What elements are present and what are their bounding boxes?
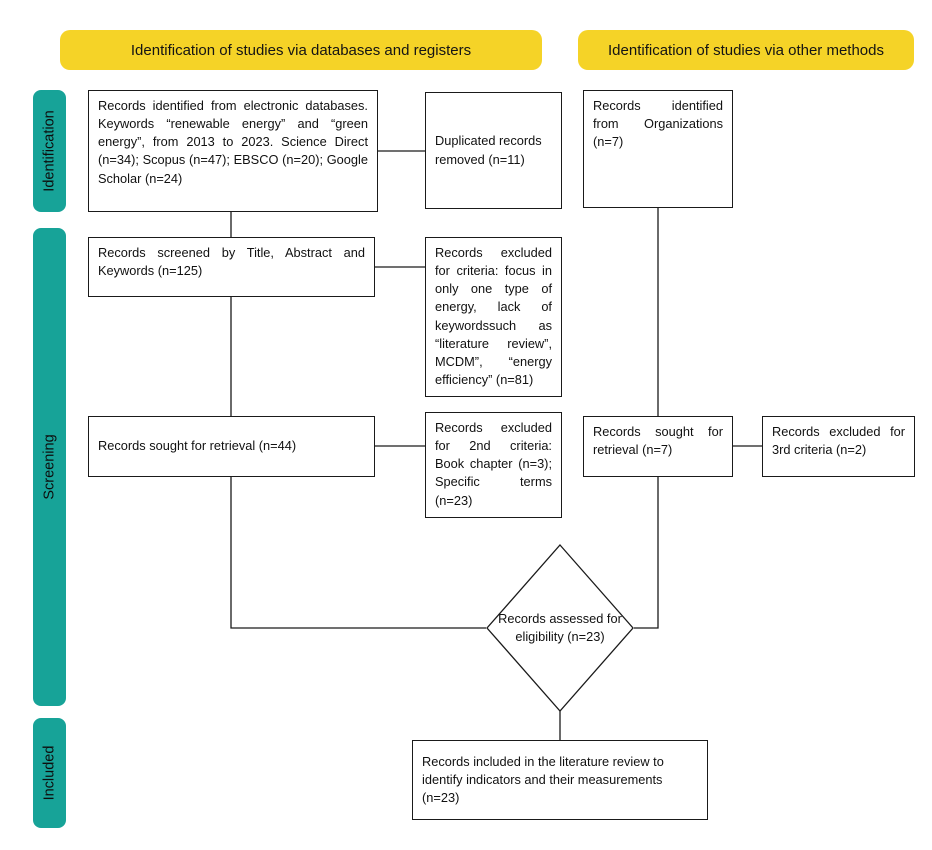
- box-duplicates-removed-text: Duplicated records removed (n=11): [435, 133, 542, 167]
- box-records-excluded-2nd: Records excluded for 2nd criteria: Book …: [425, 412, 562, 518]
- box-records-sought-retrieval: Records sought for retrieval (n=44): [88, 416, 375, 477]
- connector-sought7-to-diamond: [634, 477, 659, 629]
- stage-identification-label: Identification: [41, 110, 58, 192]
- box-records-screened: Records screened by Title, Abstract and …: [88, 237, 375, 297]
- box-records-excluded-criteria: Records excluded for criteria: focus in …: [425, 237, 562, 397]
- stage-included: Included: [33, 718, 66, 828]
- box-records-identified-organizations: Records identified from Organizations (n…: [583, 90, 733, 208]
- banner-other-methods: Identification of studies via other meth…: [578, 30, 914, 70]
- eligibility-diamond-shape: [486, 544, 634, 712]
- box-records-sought-retrieval-other: Records sought for retrieval (n=7): [583, 416, 733, 477]
- box-records-included: Records included in the literature revie…: [412, 740, 708, 820]
- banner-databases-registers: Identification of studies via databases …: [60, 30, 542, 70]
- stage-included-label: Included: [41, 745, 58, 801]
- box-records-included-text: Records included in the literature revie…: [422, 753, 664, 806]
- stage-identification: Identification: [33, 90, 66, 212]
- box-records-sought-retrieval-text: Records sought for retrieval (n=44): [98, 438, 297, 454]
- box-duplicates-removed: Duplicated records removed (n=11): [425, 92, 562, 209]
- stage-screening-label: Screening: [41, 434, 58, 500]
- box-records-excluded-3rd: Records excluded for 3rd criteria (n=2): [762, 416, 915, 477]
- diamond-records-assessed: Records assessed for eligibility (n=23): [498, 610, 622, 644]
- box-records-identified-databases: Records identified from electronic datab…: [88, 90, 378, 212]
- connector-sought-to-diamond: [230, 477, 486, 629]
- stage-screening: Screening: [33, 228, 66, 706]
